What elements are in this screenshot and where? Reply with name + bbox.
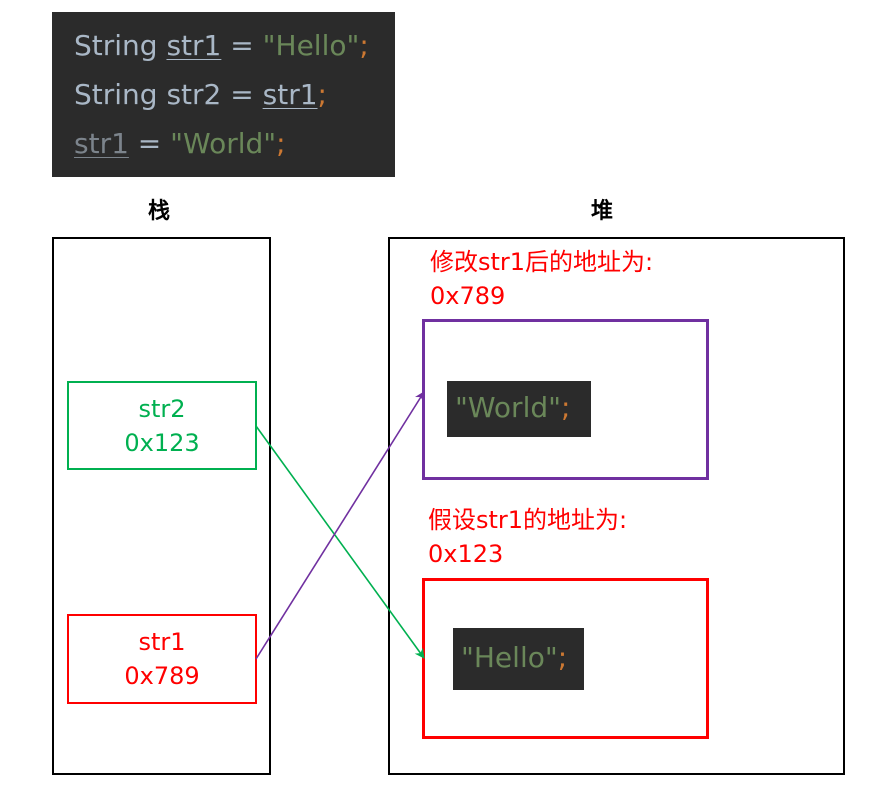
variable-address: 0x123: [124, 428, 200, 457]
code-semicolon: ;: [317, 78, 327, 111]
note-address: 0x123: [428, 540, 504, 568]
code-variable: str1: [262, 78, 318, 111]
variable-name: str2: [138, 394, 186, 423]
world-string-chip: "World";: [447, 381, 591, 437]
note-label: 修改str1后的地址为:: [430, 248, 654, 276]
stack-slot-str2: str2 0x123: [67, 381, 257, 470]
code-line-2: String str2 = str1;: [74, 75, 395, 124]
heap-note-hello: 假设str1的地址为: 0x123: [428, 503, 627, 571]
code-semicolon: ;: [276, 127, 286, 160]
code-operator: =: [221, 29, 263, 62]
variable-address: 0x789: [124, 662, 200, 690]
code-variable: str1: [74, 127, 129, 160]
code-string-literal: "Hello": [262, 29, 360, 62]
code-operator: =: [128, 127, 171, 160]
semicolon: ;: [561, 391, 571, 424]
code-string-literal: "World": [170, 127, 277, 160]
stack-slot-str1: str1 0x789: [67, 614, 257, 704]
string-literal: "World": [455, 391, 561, 424]
variable-name: str1: [138, 628, 186, 656]
semicolon: ;: [557, 641, 568, 674]
code-declaration: String str2 =: [74, 78, 263, 111]
hello-string-chip: "Hello";: [453, 628, 584, 690]
stack-heading: 栈: [148, 199, 171, 224]
code-line-3: str1 = "World";: [74, 124, 395, 173]
heap-heading: 堆: [591, 199, 614, 224]
string-literal: "Hello": [461, 641, 558, 674]
code-keyword: String: [74, 29, 167, 62]
code-snippet-panel: String str1 = "Hello"; String str2 = str…: [52, 12, 395, 177]
note-address: 0x789: [430, 282, 506, 310]
heap-note-world: 修改str1后的地址为: 0x789: [430, 245, 653, 313]
code-line-1: String str1 = "Hello";: [74, 26, 395, 75]
note-label: 假设str1的地址为:: [428, 506, 628, 534]
code-semicolon: ;: [359, 29, 369, 62]
code-variable: str1: [166, 29, 222, 62]
